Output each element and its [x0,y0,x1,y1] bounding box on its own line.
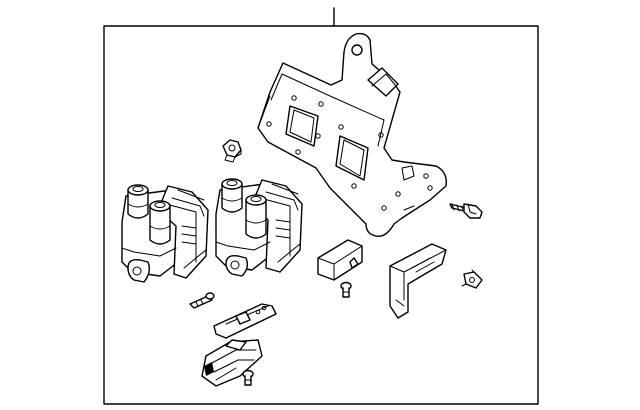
hex-nut [222,139,242,163]
ignition-coil-right [215,178,303,277]
ignition-coil-mounting-bracket [257,32,447,237]
bracket-window-lower [335,135,369,181]
ignition-coil-left [121,184,209,283]
small-bolt [461,269,483,289]
terminal-clip [213,303,277,339]
bracket-mount-hole [351,44,363,56]
diagram-frame [103,25,539,405]
connector-plug [317,239,363,281]
flange-bolt [449,203,483,219]
coil-bracket [389,243,447,319]
screw [340,281,352,298]
harness-screw [242,369,254,386]
small-screw [189,292,215,309]
wiring-harness-connector [201,339,263,387]
